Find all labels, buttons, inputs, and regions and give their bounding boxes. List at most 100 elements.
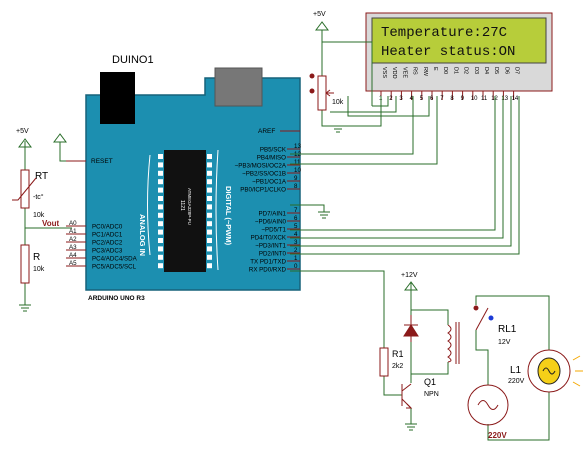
chip-pin [207,162,212,168]
chip-pin [158,179,163,185]
wire-rs [290,96,414,155]
lamp-value: 220V [508,378,525,385]
lcd-pin-label: VEE [401,67,407,78]
digital-pin-number: 7 [294,207,298,214]
mcu-chip [164,150,206,272]
lcd-pin-label: D2 [463,67,469,74]
r-ground [19,304,31,312]
lcd-pin-label: VSS [381,67,387,78]
arduino-name: DUINO1 [112,54,154,66]
lcd-pin-number: 8 [450,96,454,102]
lcd-line-1: Temperature:27C [381,25,507,41]
lamp-filament [542,367,556,375]
wires [24,30,550,441]
pot-vcc-label: +5V [313,11,326,18]
digital-pin-label: TX PD1/TXD [250,259,286,266]
lamp-name: L1 [510,365,522,376]
analog-pins: PC0/ADC0A0PC1/ADC1A1PC2/ADC2A2PC3/ADC3A3… [66,220,138,271]
wire-coil-bot [411,362,449,375]
pot-wiper [325,89,334,97]
lcd-pin-number: 7 [440,96,444,102]
reset-label: RESET [91,158,113,165]
chip-pin [207,187,212,193]
analog-pin-label: PC1/ADC1 [92,232,123,239]
chip-pin [207,238,212,243]
digital-pin-label: ~PB3/MOSI/OC2A [235,163,287,170]
aref-label: AREF [258,128,275,135]
rt-vcc-label: +5V [16,128,29,135]
chip-pin [158,196,163,201]
digital-pin-label: ~PD5/T1 [261,227,286,234]
lcd-pin-number: 5 [420,96,424,102]
chip-label: ATMEGA328P-PU [187,188,192,225]
digital-pin-number: 3 [294,239,298,246]
digital-pin-number: 5 [294,223,298,230]
arduino-board: DUINO1 1121 ATMEGA328P-PU ANALOG IN DIGI… [66,54,301,302]
wire-vdd-vcc [322,41,373,106]
rt-value: 10k [33,212,45,219]
chip-pin [207,221,212,227]
chip-pin [158,229,163,235]
lcd-pin-number: 13 [501,96,508,102]
lcd-pin-label: D6 [503,67,509,74]
lcd-pin-number: 4 [410,96,414,102]
digital-pin-label: PD2/INT0 [259,251,287,258]
wire-rw-gnd [347,96,430,117]
chip-pin [158,170,163,176]
wire-d5 [290,96,504,239]
lcd-pin-number: 9 [461,96,465,102]
wire-d6 [290,96,512,247]
r1-name: R1 [392,349,404,359]
chip-pin [207,254,212,260]
chip-pin [158,212,163,218]
pot-dot-top [309,73,315,79]
lcd-pin-label: RS [412,67,418,75]
chip-number: 1121 [179,200,185,211]
chip-pin [207,263,212,269]
silk-line-left [147,154,151,256]
digital-pin-label: PB4/MISO [257,155,286,162]
pin8-ground [318,211,330,219]
digital-pin-label: PD7/AIN1 [258,211,286,218]
r-name: R [33,252,40,263]
analog-pin-number: A5 [69,260,77,267]
lcd-pin-number: 10 [471,96,478,102]
digital-pin-label: PB0/ICP1/CLKO [240,187,286,194]
digital-pin-number: 0 [294,263,298,270]
chip-pin [158,254,163,260]
lcd-pin-label: E [432,67,438,71]
r1-body [379,347,389,377]
digital-pin-number: 9 [294,175,298,182]
lcd-pin-number: 2 [389,96,393,102]
lcd-pin-label: D5 [493,67,499,74]
analog-pin-label: PC2/ADC2 [92,240,123,247]
wire-pin-r1 [290,270,385,348]
contrast-pot: 10k [309,73,344,111]
analog-pin-number: A4 [69,252,77,259]
wire-relay-lamp [475,295,550,350]
r-value: 10k [33,266,45,273]
q1-collector [401,383,412,392]
digital-pin-label: PB5/SCK [260,147,287,154]
relay-vcc-label: +12V [401,272,418,279]
lcd-pin-label: VDD [391,67,397,79]
chip-pin [158,204,163,210]
lcd-module: Temperature:27C Heater status:ON VSS1VDD… [365,12,553,102]
wire-coil-top [411,309,449,325]
lamp-l1: L1 220V [508,349,583,393]
analog-pin-number: A0 [69,220,77,227]
analog-pin-number: A1 [69,228,77,235]
lamp-circle [527,349,571,393]
digital-pin-label: ~PD6/AIN0 [255,219,287,226]
wire-lamp-ac [487,392,550,441]
pot-vcc-arrow [315,21,329,31]
wire-reset [59,142,66,162]
q1-type: NPN [424,391,439,398]
lcd-pin-number: 14 [512,96,519,102]
transistor-q1: Q1 NPN [401,377,439,409]
chip-pin [207,229,212,235]
pot-value: 10k [332,99,344,106]
r1-value: 2k2 [392,363,403,370]
thermistor-rt: RT -tc° 10k [12,169,48,219]
